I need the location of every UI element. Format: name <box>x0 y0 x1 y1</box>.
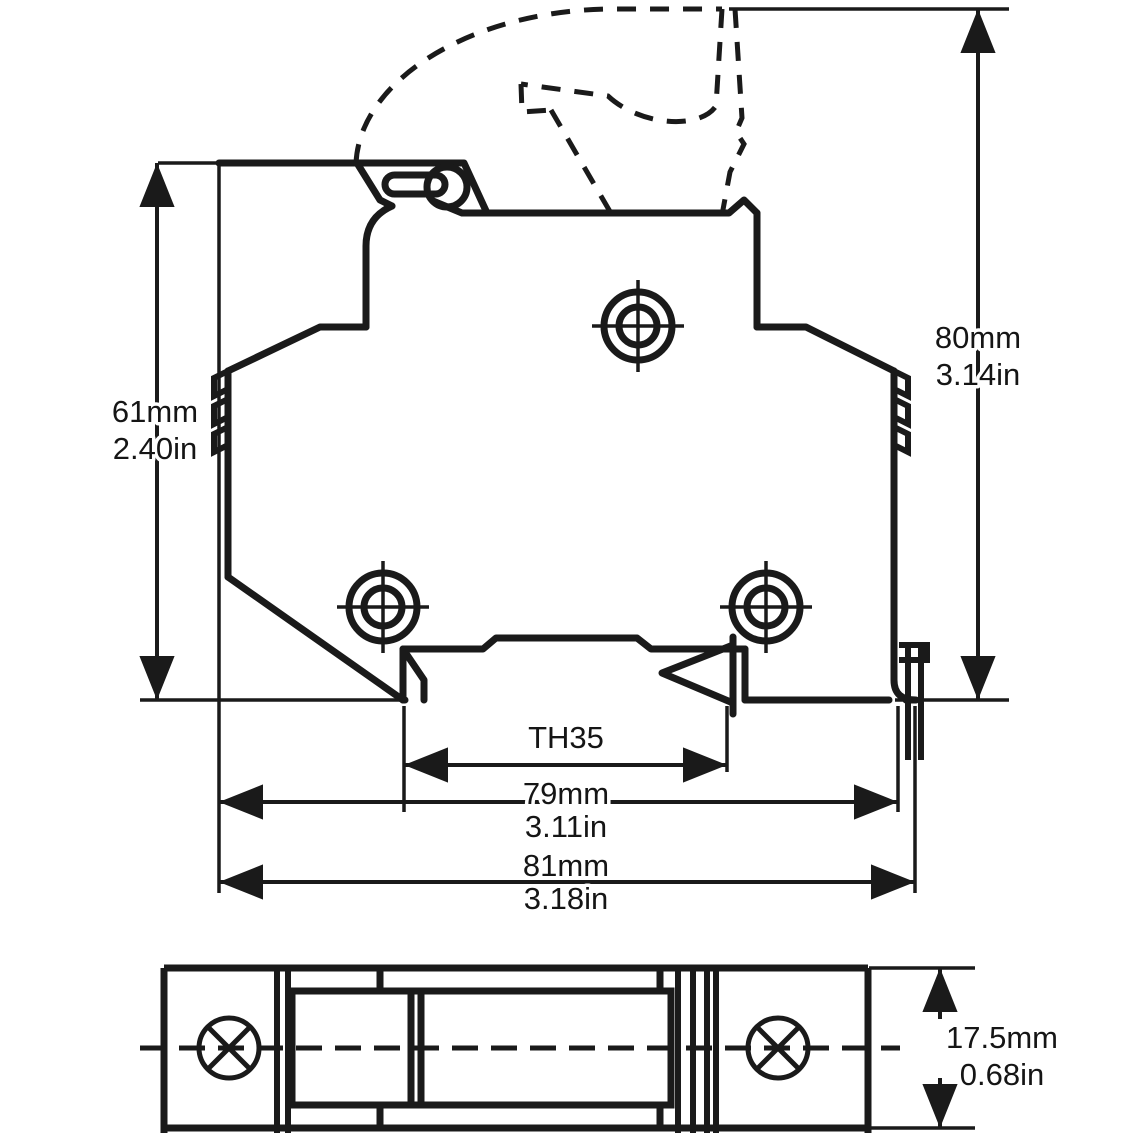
dimension-label-0_68in: 0.68in <box>960 1057 1044 1092</box>
dimension-label-3_18in: 3.18in <box>524 881 608 916</box>
dimension-depth-width: 17.5mm 0.68in <box>922 968 1061 1128</box>
dimension-label-81mm: 81mm <box>523 848 609 883</box>
right-vent-slots <box>892 368 911 457</box>
breaker-body-outline <box>215 159 920 704</box>
dimension-label-79mm: 79mm <box>523 776 609 811</box>
mounting-hole-center-top <box>592 280 684 372</box>
dimension-label-3_11in: 3.11in <box>525 809 607 844</box>
top-view-tick-stubs <box>376 968 664 1128</box>
dimension-height-body: 61mm 2.40in <box>108 163 202 700</box>
dimension-label-17_5mm: 17.5mm <box>946 1020 1058 1055</box>
handle-swing-arc <box>353 6 747 217</box>
dimension-width-body: 79mm 3.11in <box>219 773 898 848</box>
mounting-hole-lower-right <box>720 561 812 653</box>
top-view-right-screw <box>745 1015 811 1081</box>
left-vent-slots <box>211 368 230 457</box>
right-terminal-lug <box>899 642 930 663</box>
top-view-left-screw <box>196 1015 262 1081</box>
dimension-label-2_40in: 2.40in <box>113 431 197 466</box>
dimension-label-80mm: 80mm <box>935 320 1021 355</box>
dimension-label-3_14in: 3.14in <box>936 357 1020 392</box>
din-rail-clip-profile <box>399 633 893 718</box>
mounting-hole-lower-left <box>337 561 429 653</box>
extension-lines <box>140 7 1009 893</box>
dimension-label-61mm: 61mm <box>112 394 198 429</box>
dimension-rail-standard: TH35 <box>404 717 727 783</box>
right-terminal-leads <box>905 645 924 760</box>
dimension-width-overall: 81mm 3.18in <box>219 845 915 920</box>
handle-lever <box>381 171 449 198</box>
dimension-label-th35: TH35 <box>528 720 604 755</box>
dimension-height-overall: 80mm 3.14in <box>931 9 1025 700</box>
